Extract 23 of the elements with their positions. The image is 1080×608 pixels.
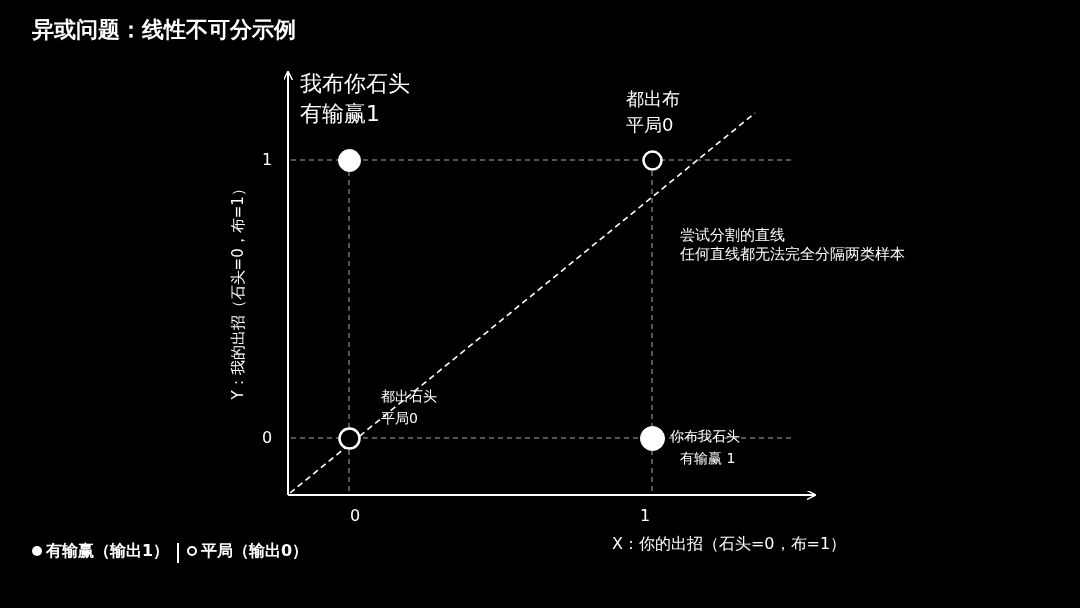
point-label: 都出石头 <box>381 388 437 406</box>
hollow-point <box>641 149 663 171</box>
annotation: 任何直线都无法完全分隔两类样本 <box>680 245 905 264</box>
legend-label: 平局（输出0） <box>201 541 309 561</box>
point-label: 有输赢 1 <box>680 450 736 468</box>
point-label: 平局0 <box>381 410 418 428</box>
filled-point <box>336 147 362 173</box>
point-label: 都出布 <box>626 88 680 111</box>
tick-label: 0 <box>350 506 361 526</box>
tick-label: 1 <box>640 506 651 526</box>
tick-label: 0 <box>262 428 273 448</box>
axis-title: Y：我的出招（石头=0，布=1） <box>228 180 248 400</box>
legend-label: 有输赢（输出1） <box>46 541 170 561</box>
point-label: 有输赢1 <box>300 100 380 128</box>
point-label: 我布你石头 <box>300 70 410 98</box>
hollow-point <box>337 426 361 450</box>
point-label: 平局0 <box>626 114 674 137</box>
annotation: 尝试分割的直线 <box>680 226 785 245</box>
filled-point <box>638 424 666 452</box>
title: 异或问题：线性不可分示例 <box>32 16 296 44</box>
axis-title: X：你的出招（石头=0，布=1） <box>612 534 847 554</box>
tick-label: 1 <box>262 150 273 170</box>
point-label: 你布我石头 <box>670 428 740 446</box>
